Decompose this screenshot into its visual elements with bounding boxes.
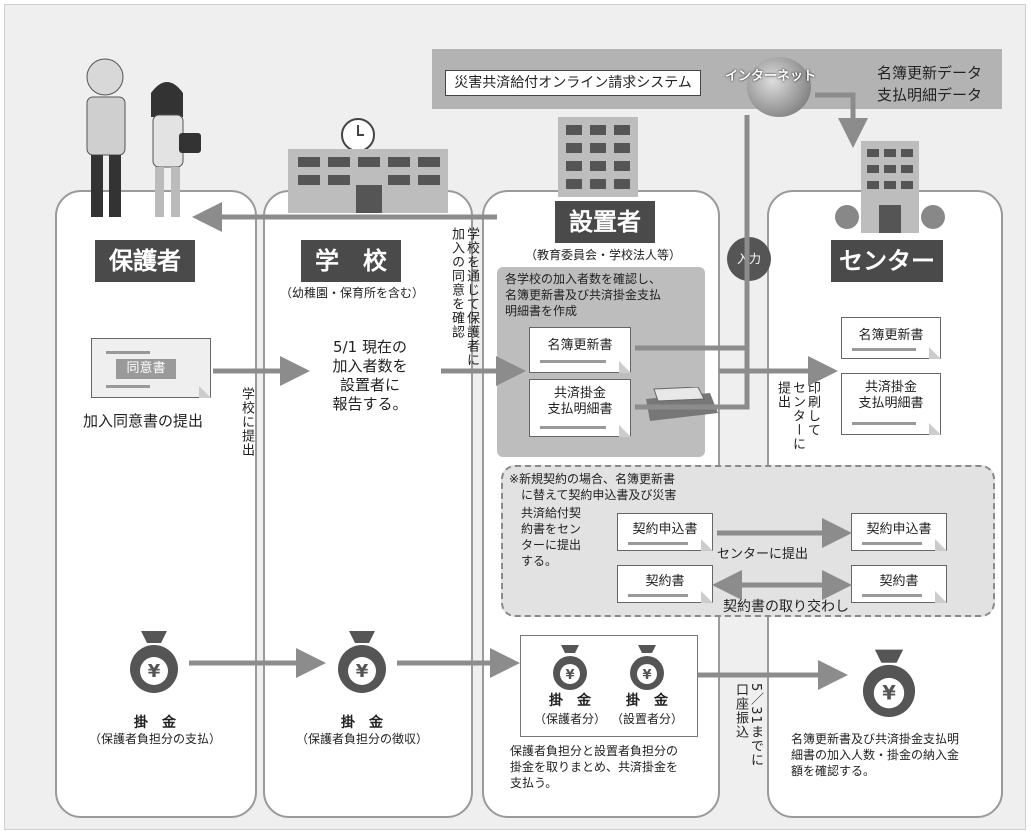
school-money-label: 掛 金 [341,715,383,731]
founder-doc-contract-label: 契約書 [645,574,685,589]
submit-to-school-label: 学校に提出 [239,387,254,457]
founder-money2-note: （設置者分） [610,712,683,726]
school-money-note: （保護者負担分の徴収） [295,732,428,746]
founder-own-money-bag-icon: ¥ [630,645,664,690]
founder-task-text: 各学校の加入者数を確認し、 名簿更新書及び共済掛金支払 明細書を作成 [505,272,662,318]
center-confirm-text: 名簿更新書及び共済掛金支払明 細書の加入人数・掛金の納入金 額を確認する。 [791,732,960,778]
guardian-people-illustration [86,58,201,217]
founder-money1-label: 掛 金 [549,693,591,709]
center-doc-application-label: 契約申込書 [866,522,932,537]
consent-doc-label: 同意書 [116,359,176,379]
guardian-money-label: 掛 金 [134,715,176,731]
founder-header: 設置者 [555,201,655,243]
founder-money2-label: 掛 金 [626,693,668,709]
founder-building-illustration [558,117,638,197]
founder-money1-note: （保護者分） [533,712,606,726]
founder-subtitle: （教育委員会・学校法人等） [524,248,681,262]
guardian-header: 保護者 [95,240,195,282]
guardian-money-bag-icon: ¥ [130,631,178,693]
arrow-founder-to-internet-2 [635,348,750,410]
svg-text:¥: ¥ [642,668,651,683]
founder-doc-roster-label: 名簿更新書 [547,338,613,353]
arrow-founder-to-internet-1 [635,115,750,351]
svg-text:¥: ¥ [882,682,896,705]
svg-text:¥: ¥ [565,668,574,683]
diagram-canvas: 災害共済給付オンライン請求システム インターネット 名簿更新データ 支払明細デー… [4,4,1026,830]
consent-via-school-label: 学校を通じて保護者に 加入の同意を確認 [449,227,479,367]
center-header: センター [831,240,943,282]
center-doc-payment-label: 共済掛金 支払明細書 [858,380,924,411]
center-doc-contract: 契約書 [851,565,947,603]
founder-doc-payment-label: 共済掛金 支払明細書 [547,386,613,417]
center-doc-payment: 共済掛金 支払明細書 [841,373,941,435]
school-header: 学 校 [301,240,401,282]
new-contract-note-head: ※新規契約の場合、名簿更新書 に替えて契約申込書及び災害 [509,472,677,502]
founder-doc-application-label: 契約申込書 [632,522,698,537]
new-contract-note-body: 共済給付契 約書をセン ターに提出 する。 [521,506,582,568]
school-column [263,190,473,818]
center-doc-application: 契約申込書 [851,513,947,551]
svg-text:¥: ¥ [356,661,369,682]
founder-money-box [520,635,698,737]
submit-to-center-label: センターに提出 [717,547,809,562]
guardian-money-note: （保護者負担分の支払） [88,732,221,746]
center-doc-contract-label: 契約書 [879,574,919,589]
center-doc-roster-label: 名簿更新書 [858,328,924,343]
school-money-bag-icon: ¥ [338,631,386,693]
center-building-illustration [835,141,945,233]
print-submit-label: 印刷して センターに 提出 [775,381,820,451]
online-system-label: 災害共済給付オンライン請求システム [445,70,701,96]
contract-exchange-label: 契約書の取り交わし [723,599,849,615]
school-building-illustration [288,118,448,213]
arrow-internet-to-center [815,92,868,148]
founder-doc-roster: 名簿更新書 [529,327,631,373]
data-label-1: 名簿更新データ [877,64,983,82]
founder-doc-application: 契約申込書 [617,513,713,551]
consent-doc: 同意書 [91,338,211,398]
founder-doc-payment: 共済掛金 支払明細書 [529,379,631,437]
guardian-column [55,190,257,818]
founder-money-text: 保護者負担分と設置者負担分の 掛金を取りまとめ、共済掛金を 支払う。 [510,744,679,790]
transfer-label: 5／31までに 口座振込 [733,683,763,767]
school-report-text: 5/1 現在の 加入者数を 設置者に 報告する。 [332,338,408,413]
globe-icon [747,57,811,117]
founder-doc-contract: 契約書 [617,565,713,603]
center-money-bag-icon: ¥ [862,649,916,717]
data-label-2: 支払明細データ [877,86,983,104]
school-subtitle: （幼稚園・保育所を含む） [279,286,424,300]
internet-label: インターネット [725,69,817,84]
center-doc-roster: 名簿更新書 [841,317,941,359]
founder-guardian-money-bag-icon: ¥ [553,645,587,690]
svg-text:¥: ¥ [148,661,161,682]
consent-submit-text: 加入同意書の提出 [83,412,204,430]
flow-arrows [189,92,868,690]
